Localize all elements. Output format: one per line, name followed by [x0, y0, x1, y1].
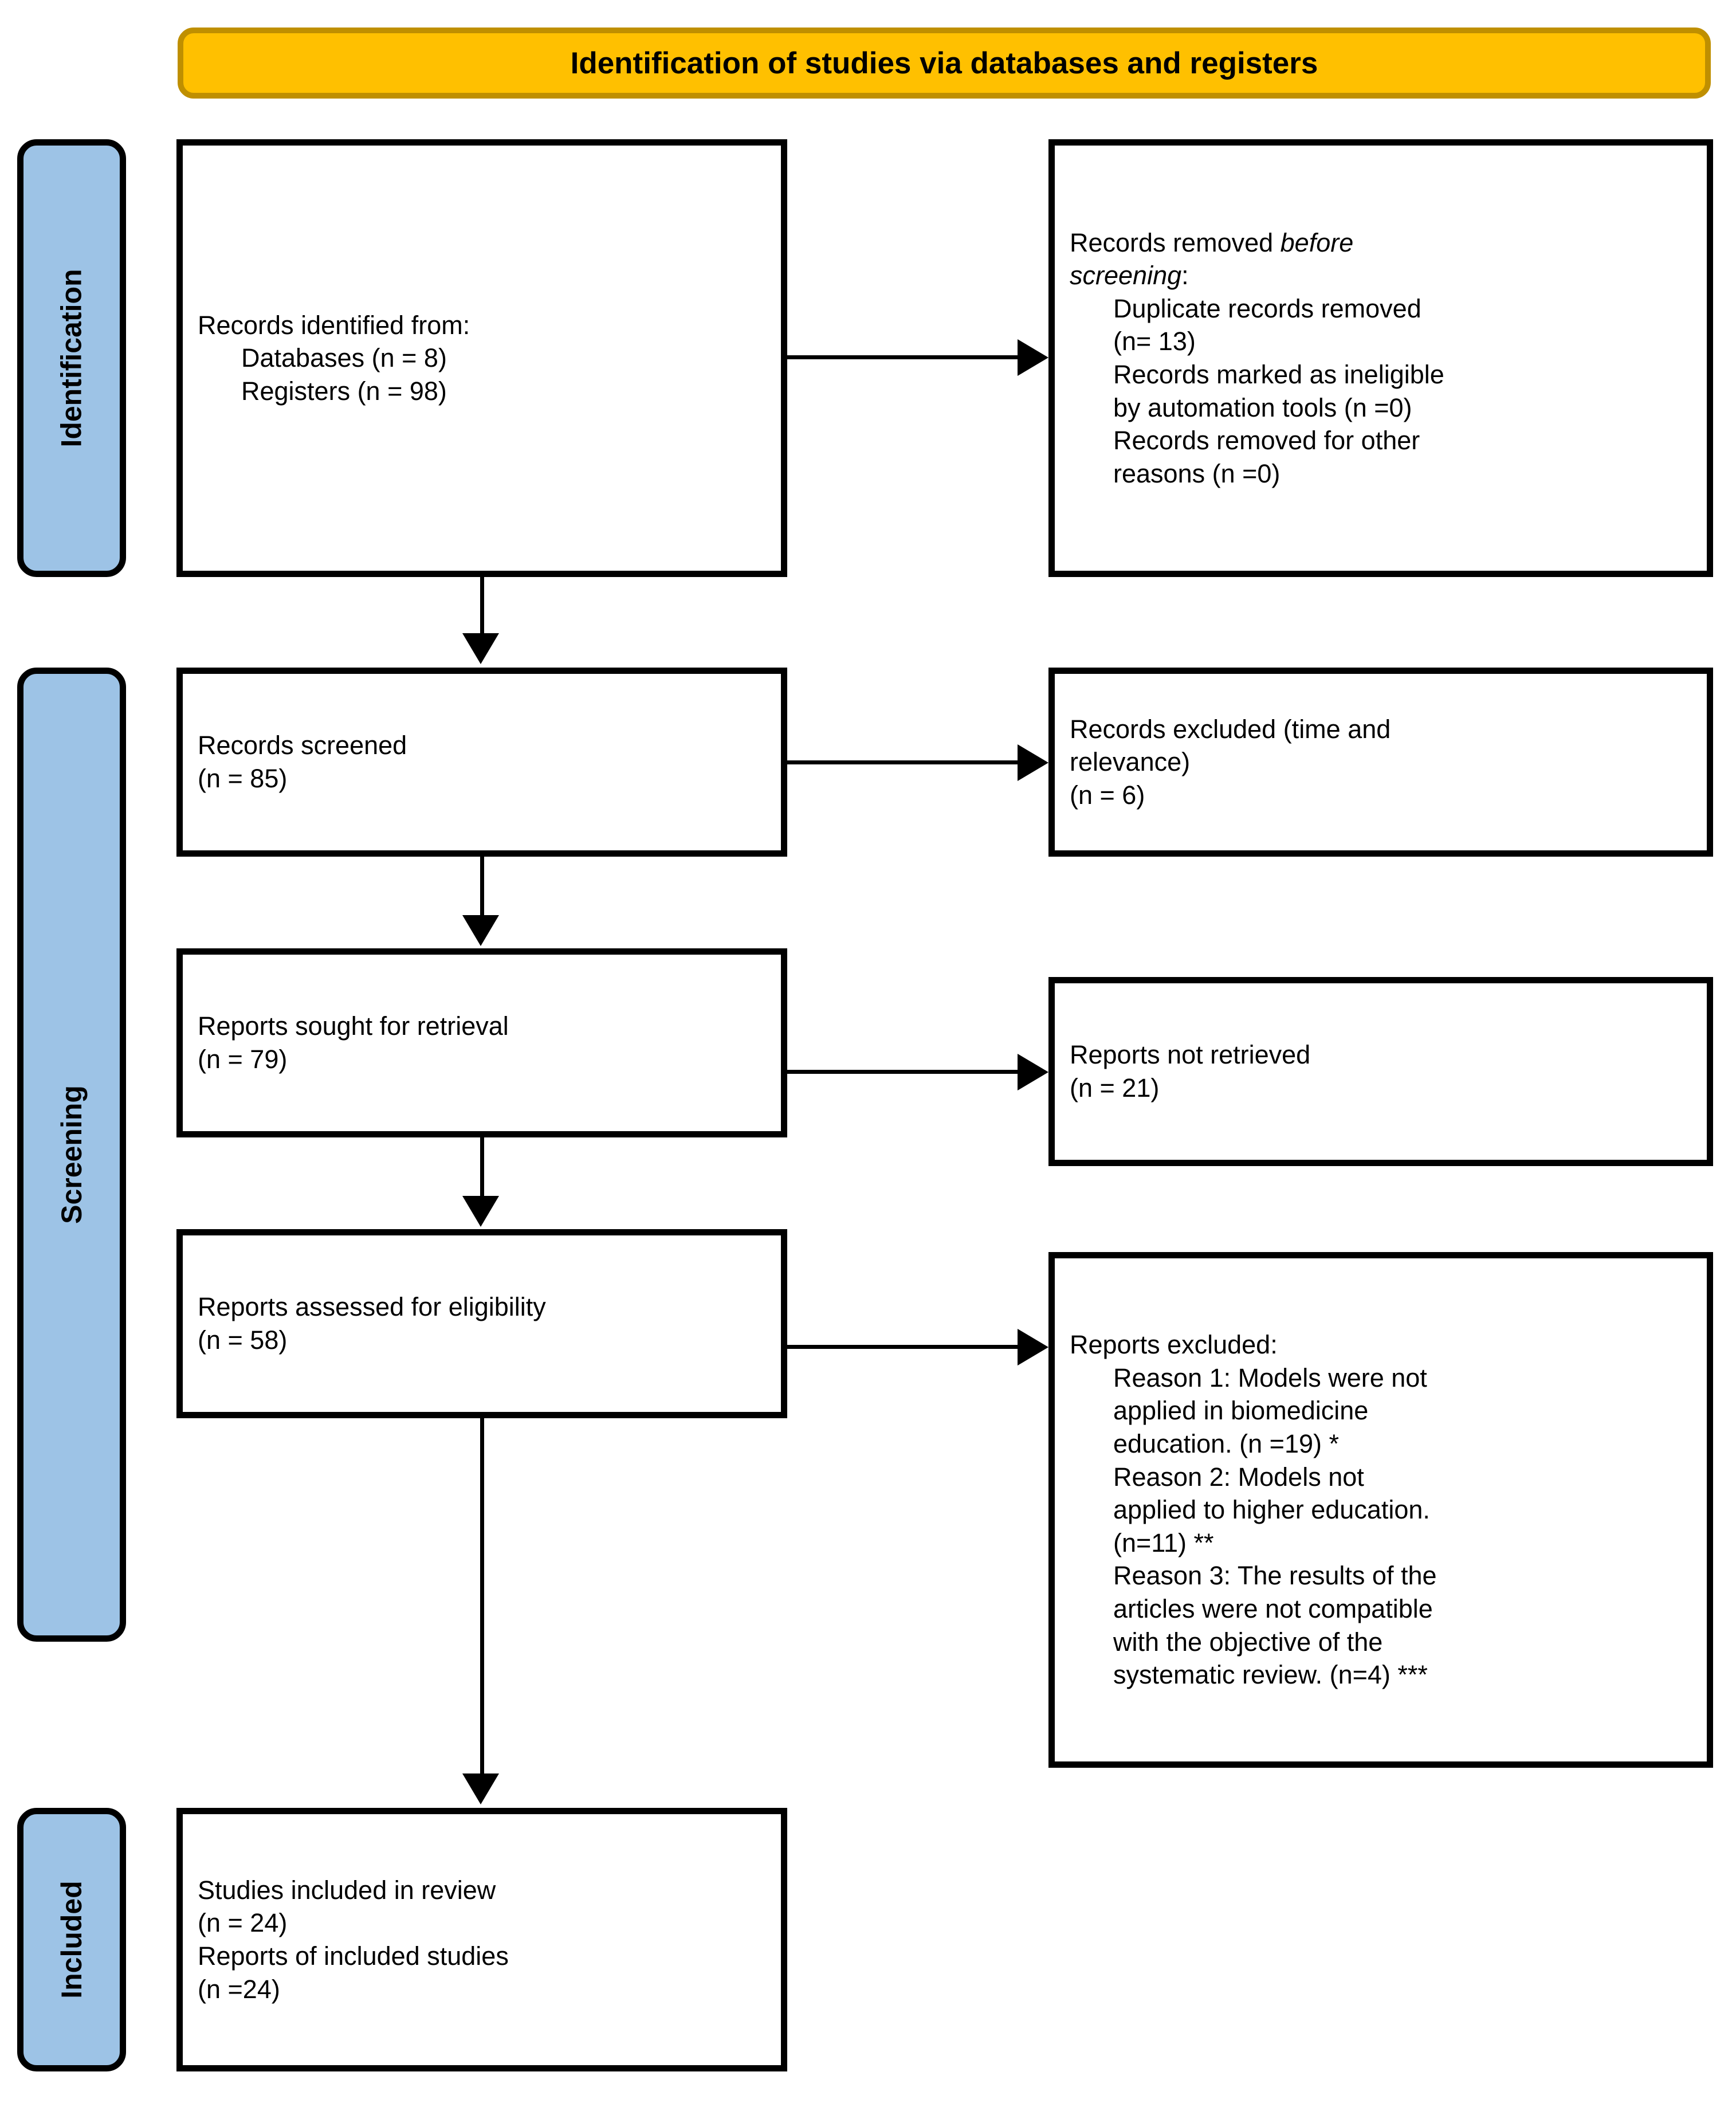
box-records-identified: Records identified from: Databases (n = … — [176, 139, 787, 577]
connector-identified-to-removed-arrowhead-icon — [1018, 339, 1048, 376]
records-removed-duplicates: Duplicate records removed — [1113, 293, 1421, 323]
box-reports-sought-text: Reports sought for retrieval (n = 79) — [183, 1010, 781, 1076]
connector-sought-to-assessed-line — [480, 1137, 484, 1198]
connector-assessed-to-reports-excluded-arrowhead-icon — [1018, 1329, 1048, 1366]
connector-screened-to-sought-arrowhead-icon — [462, 915, 499, 946]
reports-excluded-reason-1-line-3: education. (n =19) * — [1113, 1429, 1340, 1459]
records-screened-count: (n = 85) — [198, 764, 288, 793]
stage-label-screening-text: Screening — [56, 1085, 88, 1224]
reports-excluded-reason-3-line-3: with the objective of the — [1113, 1627, 1383, 1657]
connector-identified-to-screened-arrowhead-icon — [462, 633, 499, 664]
studies-included-label: Studies included in review — [198, 1875, 496, 1905]
reports-assessed-label: Reports assessed for eligibility — [198, 1292, 546, 1322]
box-reports-assessed-text: Reports assessed for eligibility (n = 58… — [183, 1290, 781, 1356]
reports-assessed-count: (n = 58) — [198, 1325, 288, 1355]
box-records-screened-text: Records screened (n = 85) — [183, 729, 781, 795]
records-removed-heading-emphasis-2: screening — [1070, 261, 1182, 291]
box-reports-not-retrieved-text: Reports not retrieved (n = 21) — [1055, 1038, 1707, 1104]
reports-excluded-reason-3-line-4: systematic review. (n=4) *** — [1113, 1660, 1428, 1690]
page-title: Identification of studies via databases … — [570, 46, 1318, 80]
connector-sought-to-not-retrieved-line — [787, 1070, 1019, 1074]
connector-assessed-to-reports-excluded-line — [787, 1345, 1019, 1349]
stage-label-included-text: Included — [56, 1881, 88, 1999]
box-studies-included-text: Studies included in review (n = 24) Repo… — [183, 1874, 781, 2006]
box-reports-sought: Reports sought for retrieval (n = 79) — [176, 948, 787, 1137]
records-excluded-line-1: Records excluded (time and — [1070, 714, 1391, 744]
reports-excluded-reason-3-line-1: Reason 3: The results of the — [1113, 1561, 1437, 1591]
stage-label-screening: Screening — [17, 668, 126, 1642]
records-removed-ineligible-2: by automation tools (n =0) — [1113, 393, 1412, 422]
box-records-identified-text: Records identified from: Databases (n = … — [183, 309, 781, 408]
reports-excluded-reason-2-line-2: applied to higher education. — [1113, 1495, 1430, 1525]
box-records-removed-text: Records removed before screening: Duplic… — [1055, 226, 1707, 491]
records-excluded-count: (n = 6) — [1070, 780, 1145, 810]
connector-assessed-to-included-arrowhead-icon — [462, 1773, 499, 1804]
records-screened-label: Records screened — [198, 731, 407, 760]
reports-included-count: (n =24) — [198, 1974, 280, 2004]
records-identified-line-1: Records identified from: — [198, 310, 470, 340]
reports-excluded-heading: Reports excluded: — [1070, 1330, 1278, 1360]
records-removed-other-1: Records removed for other — [1113, 426, 1420, 456]
reports-excluded-reason-1-line-1: Reason 1: Models were not — [1113, 1363, 1427, 1392]
box-reports-not-retrieved: Reports not retrieved (n = 21) — [1048, 977, 1713, 1166]
reports-sought-count: (n = 79) — [198, 1045, 288, 1074]
connector-screened-to-excluded-line — [787, 760, 1019, 764]
reports-excluded-reason-3-line-2: articles were not compatible — [1113, 1594, 1433, 1623]
connector-identified-to-screened-line — [480, 577, 484, 637]
stage-label-identification: Identification — [17, 139, 126, 577]
stage-label-included: Included — [17, 1808, 126, 2071]
reports-included-label: Reports of included studies — [198, 1941, 509, 1971]
reports-excluded-reason-2-line-1: Reason 2: Models not — [1113, 1462, 1364, 1492]
reports-excluded-reason-1-line-2: applied in biomedicine — [1113, 1396, 1369, 1426]
records-removed-heading-a: Records removed — [1070, 227, 1281, 257]
box-records-removed-before-screening: Records removed before screening: Duplic… — [1048, 139, 1713, 577]
records-removed-heading-line-2: screening: — [1070, 259, 1692, 292]
records-removed-heading-line-1: Records removed before — [1070, 226, 1692, 260]
records-excluded-line-2: relevance) — [1070, 747, 1191, 777]
records-identified-registers: Registers (n = 98) — [241, 376, 447, 406]
stage-label-identification-text: Identification — [56, 269, 88, 448]
records-removed-other-2: reasons (n =0) — [1113, 458, 1281, 488]
box-reports-excluded: Reports excluded: Reason 1: Models were … — [1048, 1252, 1713, 1768]
connector-screened-to-sought-line — [480, 857, 484, 917]
reports-excluded-reason-2-line-3: (n=11) ** — [1113, 1528, 1214, 1557]
box-records-excluded-text: Records excluded (time and relevance) (n… — [1055, 713, 1707, 812]
studies-included-count: (n = 24) — [198, 1908, 288, 1938]
diagram-title-banner: Identification of studies via databases … — [178, 28, 1711, 99]
box-records-screened: Records screened (n = 85) — [176, 668, 787, 857]
connector-sought-to-not-retrieved-arrowhead-icon — [1018, 1054, 1048, 1090]
box-reports-assessed: Reports assessed for eligibility (n = 58… — [176, 1229, 787, 1418]
reports-not-retrieved-count: (n = 21) — [1070, 1073, 1160, 1102]
connector-assessed-to-included-line — [480, 1418, 484, 1775]
records-removed-heading-emphasis: before — [1280, 227, 1354, 257]
box-records-excluded: Records excluded (time and relevance) (n… — [1048, 668, 1713, 857]
connector-screened-to-excluded-arrowhead-icon — [1018, 744, 1048, 781]
box-studies-included: Studies included in review (n = 24) Repo… — [176, 1808, 787, 2071]
reports-not-retrieved-label: Reports not retrieved — [1070, 1040, 1311, 1070]
records-removed-duplicates-n: (n= 13) — [1113, 327, 1196, 356]
connector-sought-to-assessed-arrowhead-icon — [462, 1196, 499, 1227]
box-reports-excluded-text: Reports excluded: Reason 1: Models were … — [1055, 1328, 1707, 1692]
records-identified-databases: Databases (n = 8) — [241, 343, 447, 373]
records-removed-heading-colon: : — [1181, 261, 1189, 291]
reports-sought-label: Reports sought for retrieval — [198, 1011, 509, 1041]
records-removed-ineligible-1: Records marked as ineligible — [1113, 360, 1444, 389]
connector-identified-to-removed-line — [787, 355, 1019, 359]
